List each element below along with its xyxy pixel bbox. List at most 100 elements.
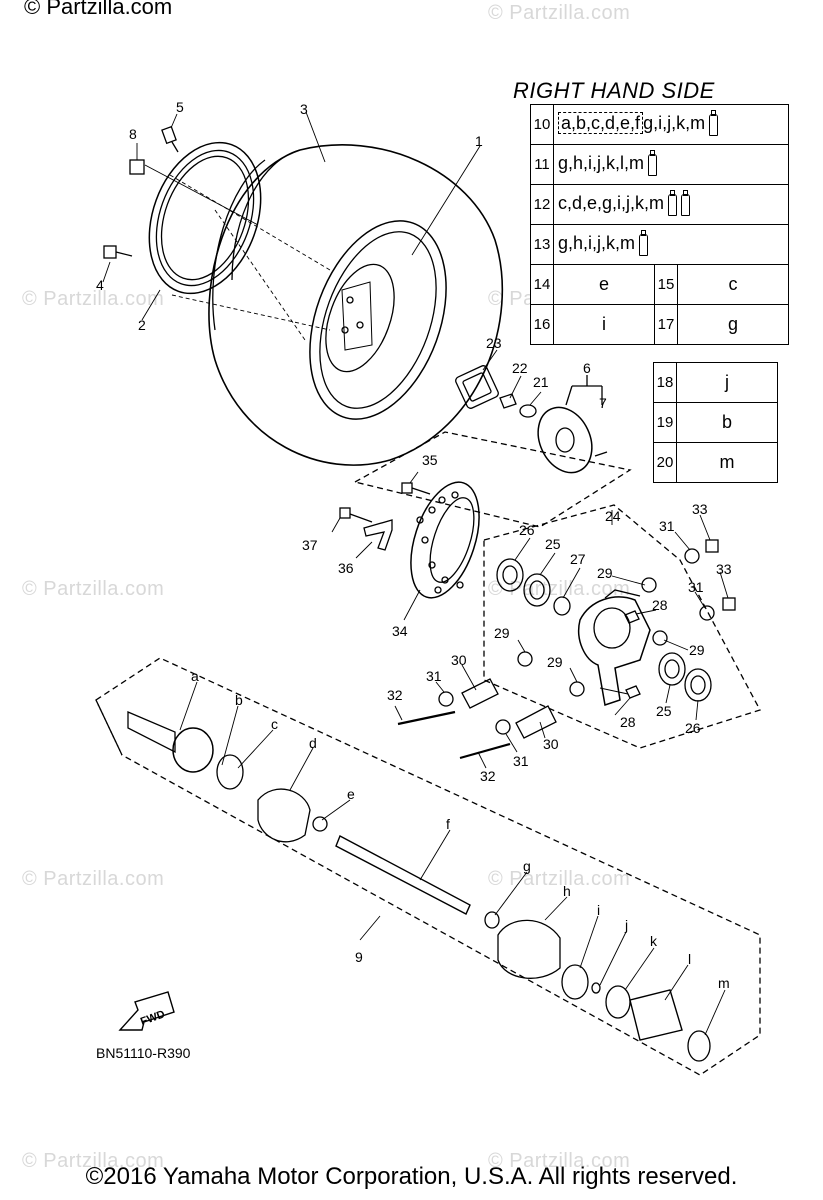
tube-icon	[639, 229, 649, 256]
part-label: f	[446, 816, 450, 832]
part-label: j	[624, 917, 628, 933]
part-label: 26	[519, 522, 535, 538]
drive-shaft	[127, 711, 711, 1062]
watermark: © Partzilla.com	[488, 1150, 631, 1172]
part-label: 6	[583, 360, 591, 376]
part-label: 27	[570, 551, 586, 567]
row-number: 16	[530, 304, 554, 345]
part-label: c	[271, 716, 278, 732]
row-number: 11	[530, 144, 554, 185]
part-label: 4	[96, 277, 104, 293]
part-label: 21	[533, 374, 549, 390]
tube-icon	[681, 189, 691, 216]
part-label: 29	[494, 625, 510, 641]
part-label: 29	[547, 654, 563, 670]
part-label: 5	[176, 99, 184, 115]
part-label: 31	[513, 753, 529, 769]
boxed-contents: a,b,c,d,e,f	[558, 112, 644, 135]
watermark: © Partzilla.com	[488, 578, 631, 600]
part-label: d	[309, 735, 317, 751]
table-row: 16 i 17 g	[530, 304, 789, 345]
row-contents: g,h,i,j,k,l,m	[558, 153, 645, 174]
drawing-code: BN51110-R390	[96, 1045, 191, 1061]
part-label: 31	[659, 518, 675, 534]
part-label: 35	[422, 452, 438, 468]
table-row: 11 g,h,i,j,k,l,m	[530, 144, 789, 185]
hub-assembly	[455, 349, 608, 474]
watermark: © Partzilla.com	[488, 868, 631, 890]
part-label: e	[347, 786, 355, 802]
knuckle-group-outline	[483, 504, 761, 749]
row-contents: m	[676, 442, 778, 483]
row-number: 20	[653, 442, 677, 483]
row-contents: j	[676, 362, 778, 403]
part-label: b	[235, 692, 243, 708]
bolt	[103, 245, 133, 259]
part-label: 33	[716, 561, 732, 577]
table-row: 12 c,d,e,g,i,j,k,m	[530, 184, 789, 225]
row-number: 19	[653, 402, 677, 443]
tube-icon	[668, 189, 678, 216]
part-label: 31	[688, 579, 704, 595]
row-number: 14	[530, 264, 554, 305]
table-title: RIGHT HAND SIDE	[513, 78, 715, 103]
beadlock-ring	[148, 141, 262, 295]
tube-icon	[709, 109, 719, 136]
knuckle	[578, 589, 651, 706]
bracket-bolt	[331, 507, 373, 533]
disc-bolt	[401, 471, 431, 495]
row-contents: e	[553, 264, 655, 305]
row-contents: c	[677, 264, 789, 305]
part-label: g	[523, 858, 531, 874]
row-number: 18	[653, 362, 677, 403]
part-label: 26	[685, 720, 701, 736]
part-label: 24	[605, 508, 621, 524]
row-contents: g	[677, 304, 789, 345]
row-contents: c,d,e,g,i,j,k,m	[558, 193, 665, 214]
shaft-leaders	[179, 681, 726, 1036]
part-label: 8	[129, 126, 137, 142]
part-label: i	[597, 902, 600, 918]
row-contents: g,i,j,k,m	[643, 113, 706, 134]
table-row: 13 g,h,i,j,k,m	[530, 224, 789, 265]
part-label: 2	[138, 317, 146, 333]
wheel-rim	[309, 220, 447, 420]
table-row: 18 j	[653, 362, 778, 403]
part-label: 28	[620, 714, 636, 730]
part-label: 33	[692, 501, 708, 517]
part-label: 32	[480, 768, 496, 784]
part-label: 29	[597, 565, 613, 581]
copyright-notice: ©2016 Yamaha Motor Corporation, U.S.A. A…	[85, 1163, 738, 1190]
part-label: m	[718, 975, 730, 991]
watermark: © Partzilla.com	[22, 578, 165, 600]
part-label: h	[563, 883, 571, 899]
table-row: 19 b	[653, 402, 778, 443]
row-number: 15	[654, 264, 678, 305]
brake-disc	[410, 481, 480, 599]
part-label: 36	[338, 560, 354, 576]
part-label: 22	[512, 360, 528, 376]
leader-lines	[102, 111, 481, 341]
row-contents: i	[553, 304, 655, 345]
watermark: © Partzilla.com	[22, 288, 165, 310]
part-label: 28	[652, 597, 668, 613]
part-label: 30	[451, 652, 467, 668]
part-label: 9	[355, 949, 363, 965]
row-number: 12	[530, 184, 554, 225]
part-label: 31	[426, 668, 442, 684]
bracket	[355, 519, 421, 621]
part-label: 25	[545, 536, 561, 552]
part-label: 30	[543, 736, 559, 752]
part-label: 7	[599, 395, 607, 411]
nut	[129, 159, 145, 175]
part-label: l	[688, 951, 691, 967]
tube-icon	[648, 149, 658, 176]
row-contents: g,h,i,j,k,m	[558, 233, 636, 254]
row-number: 17	[654, 304, 678, 345]
part-label: 29	[689, 642, 705, 658]
tire	[208, 144, 504, 466]
